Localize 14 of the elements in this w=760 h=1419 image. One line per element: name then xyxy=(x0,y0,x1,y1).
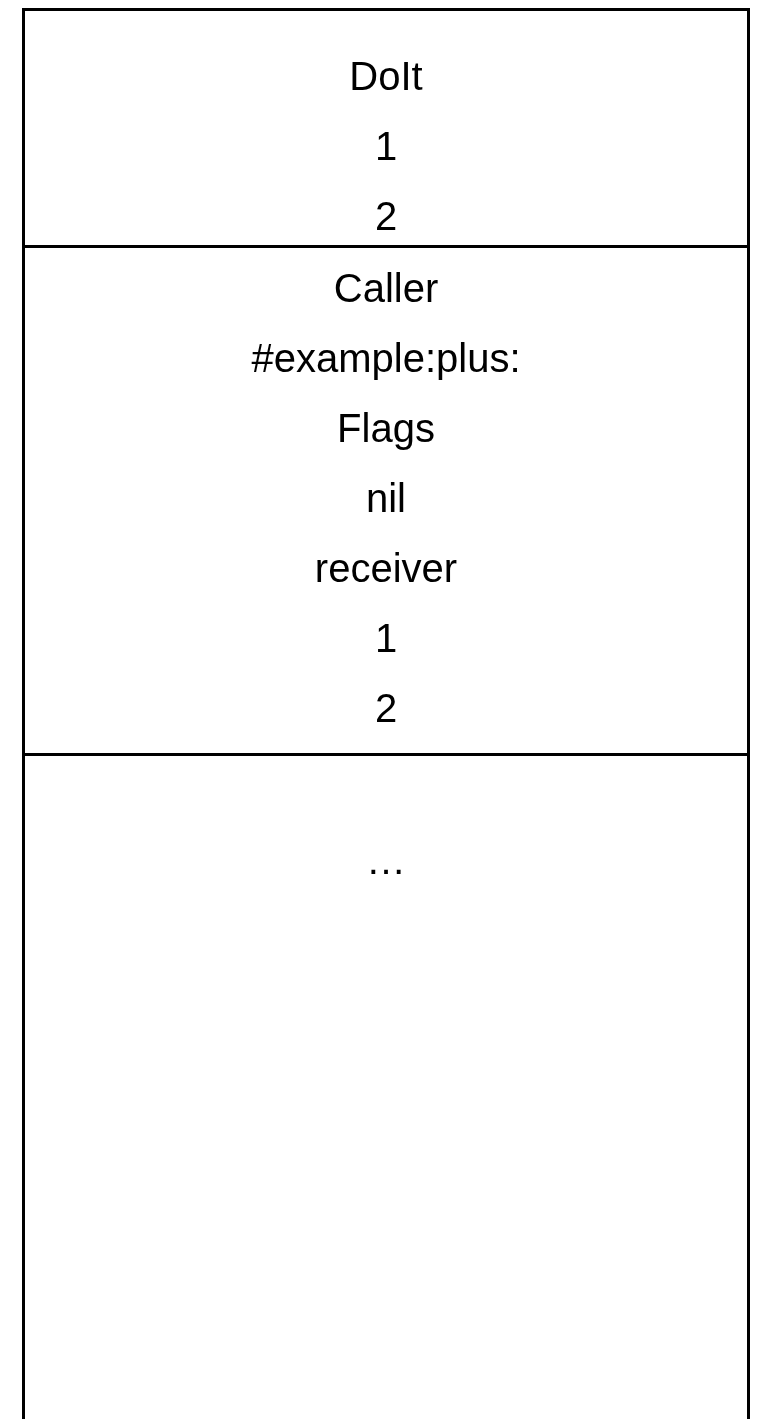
stack-slot-text: DoIt xyxy=(349,53,423,100)
stack-slot-text: receiver xyxy=(314,545,458,592)
stack-slot-text: #example:plus: xyxy=(251,335,521,382)
stack-slot-text: nil xyxy=(366,475,406,522)
stack-slot-text: … xyxy=(366,837,406,884)
stack-slot-text: 1 xyxy=(374,123,398,170)
stack-slot-text: 1 xyxy=(374,615,398,662)
stack-frame-section xyxy=(22,245,750,756)
stack-slot-text: 2 xyxy=(374,685,398,732)
stack-slot-text: Caller xyxy=(333,265,439,312)
stack-frame-section xyxy=(22,8,750,248)
stack-slot-text: Flags xyxy=(337,405,435,452)
stack-slot-text: 2 xyxy=(374,193,398,240)
stack-frame-section xyxy=(22,753,750,1419)
